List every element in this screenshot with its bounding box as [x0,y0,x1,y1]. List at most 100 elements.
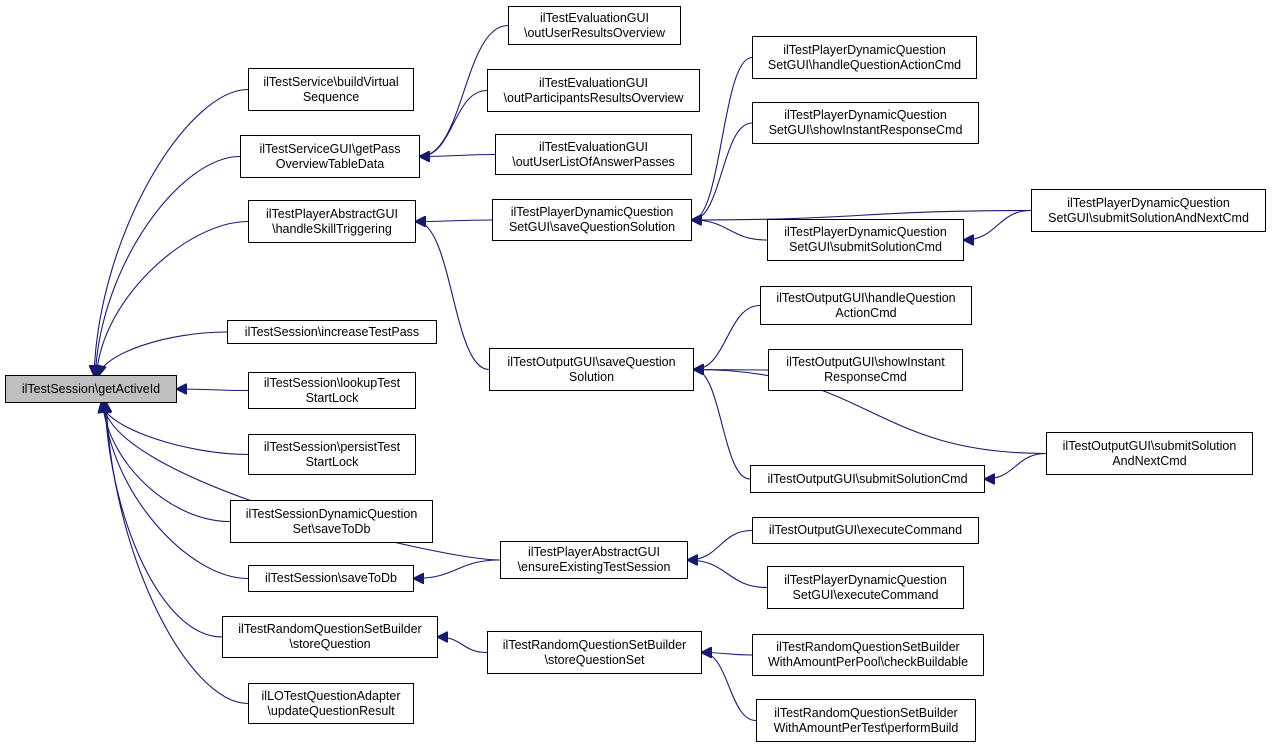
node-label-line: ilLOTestQuestionAdapter [261,688,401,703]
node-label-line: \outUserResultsOverview [523,25,665,40]
edge-n21-to-n14 [692,209,1032,221]
node-label-line: SetGUI\saveQuestionSolution [508,220,676,234]
node-n11[interactable]: ilTestEvaluationGUI\outUserResultsOvervi… [508,6,681,45]
edge-n10-to-n0 [106,403,249,705]
node-label-line: Sequence [302,89,360,104]
node-label-line: \storeQuestion [289,637,371,651]
node-label-line: ilTestRandomQuestionSetBuilder [238,622,422,636]
node-label-line: ilTestSession\getActiveId [21,381,161,396]
edge-n25-to-n15 [694,370,1047,455]
node-label-line: SetGUI\executeCommand [792,587,939,602]
edge-n5-to-n0 [177,389,249,391]
node-n24[interactable]: ilTestOutputGUI\submitSolutionCmd [750,465,985,493]
edge-n8-to-n0 [104,403,249,580]
node-n4[interactable]: ilTestSession\increaseTestPass [227,320,437,344]
edge-n18-to-n14 [692,56,753,221]
node-n0: ilTestSession\getActiveId [5,375,177,403]
node-label-line: ilTestOutputGUI\handleQuestion [776,290,956,305]
edge-n7-to-n0 [103,403,231,523]
node-label-line: ilTestRandomQuestionSetBuilder [776,640,960,654]
node-label-line: ilTestPlayerDynamicQuestion [1067,195,1230,210]
node-label-line: ilTestSession\persistTest [263,439,401,454]
node-label-line: ilTestSession\lookupTest [263,375,401,390]
node-label-line: ilTestPlayerDynamicQuestion [784,225,947,239]
edge-n25-to-n24 [985,452,1047,480]
node-label-line: WithAmountPerTest\performBuild [773,720,959,735]
edge-n14-to-n3 [416,220,493,222]
edge-n12-to-n2 [420,89,488,157]
node-label-line: ilTestPlayerDynamicQuestion [510,205,674,219]
node-label-line: ilTestSession\increaseTestPass [244,324,420,339]
node-label-line: Set\saveToDb [292,521,371,536]
node-n10[interactable]: ilLOTestQuestionAdapter\updateQuestionRe… [248,683,414,724]
node-label-line: ilTestPlayerDynamicQuestion [784,108,947,122]
edge-n29-to-n17 [702,653,757,722]
node-label-line: \updateQuestionResult [267,703,395,718]
node-label-line: ilTestOutputGUI\showInstant [786,355,945,369]
edge-n22-to-n15 [694,304,761,370]
edge-n13-to-n2 [420,155,496,157]
node-label-line: ilTestSessionDynamicQuestion [245,506,418,521]
node-n16[interactable]: ilTestPlayerAbstractGUI\ensureExistingTe… [500,541,688,579]
node-label-line: ilTestRandomQuestionSetBuilder [774,705,958,720]
node-label-line: SetGUI\showInstantResponseCmd [768,123,963,137]
node-label-line: ilTestEvaluationGUI [538,75,649,90]
node-label-line: SetGUI\submitSolutionAndNextCmd [1048,210,1249,225]
node-label-line: SetGUI\submitSolutionCmd [789,240,942,254]
edge-n17-to-n9 [438,637,488,654]
node-label-line: \storeQuestionSet [544,652,645,667]
node-label-line: \ensureExistingTestSession [517,560,671,574]
node-n13[interactable]: ilTestEvaluationGUI\outUserListOfAnswerP… [495,134,692,175]
edge-n9-to-n0 [105,403,223,638]
node-label-line: ilTestOutputGUI\executeCommand [768,523,963,537]
node-label-line: ilTestPlayerDynamicQuestion [784,572,947,587]
edge-n27-to-n16 [688,560,768,589]
node-n9[interactable]: ilTestRandomQuestionSetBuilder\storeQues… [222,616,438,658]
edge-n24-to-n15 [694,370,751,480]
edge-n1-to-n0 [94,88,249,376]
node-label-line: ilTestEvaluationGUI [538,139,649,154]
node-n8[interactable]: ilTestSession\saveToDb [248,565,414,592]
node-n26[interactable]: ilTestOutputGUI\executeCommand [752,517,979,544]
node-n3[interactable]: ilTestPlayerAbstractGUI\handleSkillTrigg… [248,200,416,243]
node-n17[interactable]: ilTestRandomQuestionSetBuilder\storeQues… [487,631,702,674]
edge-n16-to-n8 [414,559,501,579]
node-label-line: ResponseCmd [824,370,907,384]
node-label-line: StartLock [305,390,359,405]
node-label-line: SetGUI\handleQuestionActionCmd [767,57,962,72]
node-label-line: OverviewTableData [275,156,385,171]
node-label-line: AndNextCmd [1112,453,1187,468]
node-label-line: ilTestRandomQuestionSetBuilder [502,637,687,652]
edge-n2-to-n0 [95,155,241,376]
node-label-line: ilTestOutputGUI\submitSolution [1062,438,1237,453]
edge-n6-to-n0 [101,403,249,456]
edge-n21-to-n20 [964,209,1032,241]
node-label-line: ilTestSession\saveToDb [264,571,397,585]
node-n12[interactable]: ilTestEvaluationGUI\outParticipantsResul… [487,69,700,112]
node-label-line: \outUserListOfAnswerPasses [512,154,675,169]
node-label-line: ilTestService\buildVirtual [263,74,399,89]
node-label-line: \outParticipantsResultsOverview [503,90,684,105]
edge-n26-to-n16 [688,529,753,561]
node-label-line: ilTestPlayerDynamicQuestion [783,42,946,57]
edge-n15-to-n3 [416,222,490,371]
